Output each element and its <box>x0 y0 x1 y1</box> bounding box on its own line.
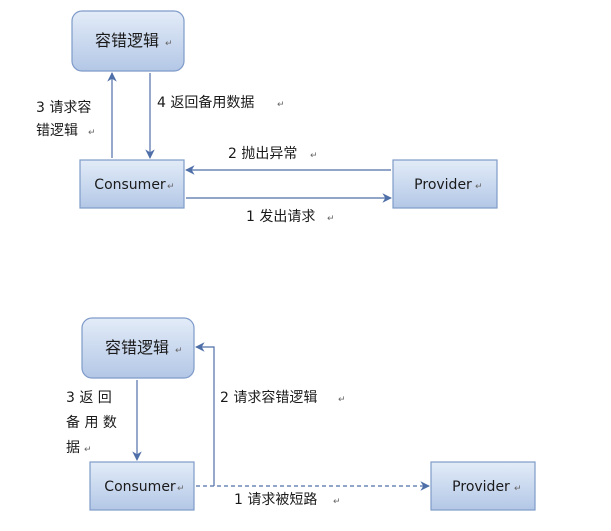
fallback-logic-label-2: 容错逻辑 <box>105 338 169 357</box>
return-mark: ↵ <box>84 445 92 455</box>
diagram-2: 容错逻辑 ↵ Consumer ↵ Provider ↵ 3 返 回 备 用 数… <box>66 317 536 511</box>
fallback-logic-label-1: 容错逻辑 <box>95 31 159 50</box>
return-mark: ↵ <box>165 39 173 49</box>
consumer-node-1: Consumer ↵ <box>79 159 185 209</box>
step2-label-2: 2 请求容错逻辑 <box>220 389 317 406</box>
consumer-label-2: Consumer <box>104 479 176 495</box>
return-mark: ↵ <box>88 128 96 138</box>
return-mark: ↵ <box>175 346 183 356</box>
provider-label-1: Provider <box>414 177 472 193</box>
consumer-label-1: Consumer <box>94 177 166 193</box>
provider-node-2: Provider ↵ <box>430 461 536 511</box>
return-mark: ↵ <box>167 182 175 192</box>
return-mark: ↵ <box>327 214 335 224</box>
step3-label-line1-2: 3 返 回 <box>66 390 112 406</box>
provider-label-2: Provider <box>452 479 510 495</box>
step3-label-line2-2: 备 用 数 <box>66 414 117 431</box>
step3-label-line1-1: 3 请求容 <box>36 99 91 116</box>
return-mark: ↵ <box>475 182 483 192</box>
return-mark: ↵ <box>338 395 346 405</box>
step1-label-2: 1 请求被短路 <box>234 492 317 508</box>
consumer-node-2: Consumer ↵ <box>89 461 195 511</box>
step2-label-1: 2 抛出异常 <box>228 146 297 162</box>
fallback-logic-node-2: 容错逻辑 ↵ <box>81 317 195 379</box>
step4-label-1: 4 返回备用数据 <box>157 94 254 111</box>
return-mark: ↵ <box>277 100 285 110</box>
step3-label-line2-1: 错逻辑 <box>36 123 78 139</box>
return-mark: ↵ <box>514 484 522 494</box>
return-mark: ↵ <box>333 497 341 507</box>
diagram-1: 容错逻辑 ↵ Consumer ↵ Provider ↵ 3 请求容 错逻辑 ↵… <box>36 10 498 225</box>
return-mark: ↵ <box>177 484 185 494</box>
return-mark: ↵ <box>310 151 318 161</box>
step1-label-1: 1 发出请求 <box>246 209 315 225</box>
fallback-logic-node-1: 容错逻辑 ↵ <box>71 10 185 72</box>
provider-node-1: Provider ↵ <box>392 159 498 209</box>
arrow-step2-2 <box>195 342 215 486</box>
step3-label-line3-2: 据 <box>66 440 80 456</box>
